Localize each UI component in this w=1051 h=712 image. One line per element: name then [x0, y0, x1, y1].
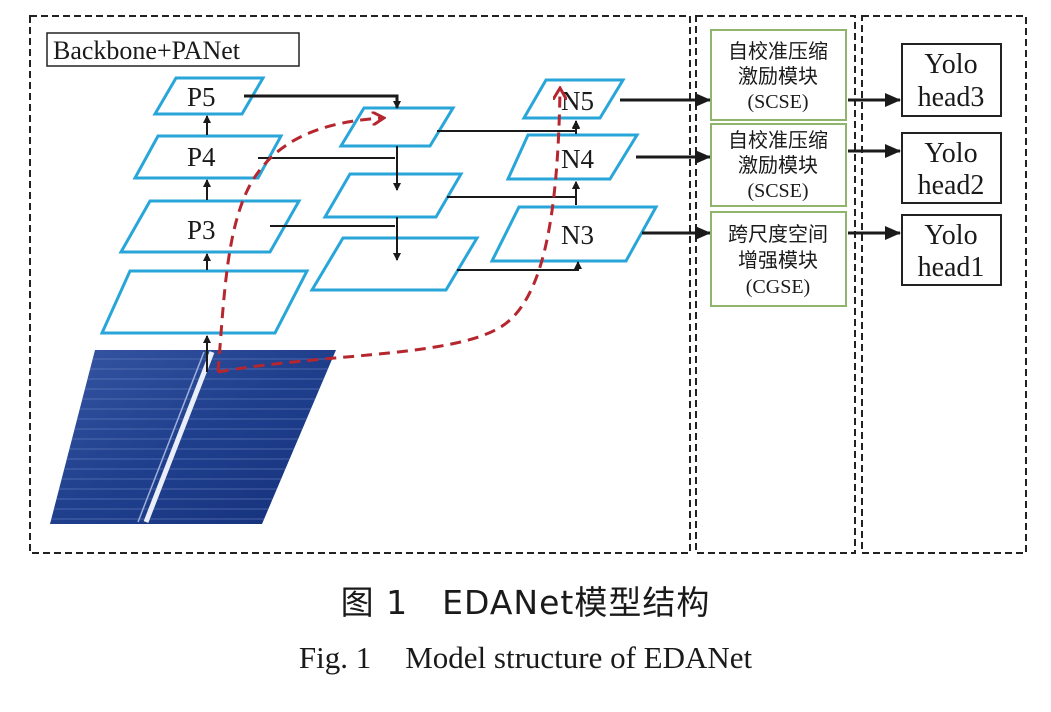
- feature-plane-base: [99, 269, 310, 335]
- attention-modules: 自校准压缩 激励模块 (SCSE) 自校准压缩 激励模块 (SCSE) 跨尺度空…: [710, 29, 847, 307]
- module-2-line2: 激励模块: [738, 153, 818, 177]
- label-p4: P4: [187, 142, 216, 172]
- module-2-line3: (SCSE): [747, 180, 808, 202]
- attention-region: [695, 15, 856, 554]
- feature-plane-p4: [132, 134, 284, 180]
- backbone-region: [29, 15, 691, 554]
- module-1-line3: (SCSE): [747, 91, 808, 113]
- head-box-3: [901, 43, 1002, 117]
- module-2-line1: 自校准压缩: [728, 128, 828, 152]
- output-plane-n5: [521, 78, 626, 120]
- module-3-line3: (CGSE): [746, 276, 810, 298]
- feature-plane-p5: [152, 76, 266, 116]
- lateral-arrows: [244, 94, 401, 261]
- top-down-pyramid: [309, 106, 480, 292]
- caption-chinese: 图 1 EDANet模型结构: [0, 576, 1051, 624]
- label-n4: N4: [561, 144, 594, 174]
- head-box-2: [901, 132, 1002, 204]
- solar-panel-image: [50, 350, 336, 524]
- caption-en-text: Model structure of EDANet: [405, 640, 753, 675]
- module-box-scse-1: [710, 29, 847, 121]
- neck-to-module-arrows: [620, 93, 711, 240]
- mid-plane-1: [338, 106, 456, 148]
- caption-english: Fig. 1 Model structure of EDANet: [0, 640, 1051, 676]
- caption-cn-number: 图 1: [340, 583, 409, 622]
- module-3-line2: 增强模块: [738, 248, 818, 272]
- feature-plane-p3: [118, 199, 302, 254]
- head-1-line1: Yolo: [924, 220, 977, 251]
- caption-cn-text: EDANet模型结构: [442, 583, 711, 622]
- yolo-heads: Yolo head3 Yolo head2 Yolo head1: [901, 43, 1002, 286]
- module-1-line2: 激励模块: [738, 64, 818, 88]
- backbone-title-box: [46, 32, 300, 67]
- head-3-line1: Yolo: [924, 49, 977, 80]
- head-2-line1: Yolo: [924, 138, 977, 169]
- backbone-pyramid: P5 P4 P3: [99, 76, 310, 335]
- label-n5: N5: [561, 86, 594, 116]
- output-plane-n4: [505, 133, 640, 181]
- shortcut-path: [216, 90, 560, 374]
- module-3-line1: 跨尺度空间: [728, 222, 828, 246]
- module-box-scse-2: [710, 123, 847, 207]
- head-box-1: [901, 214, 1002, 286]
- path-aggregation-arrows: [437, 120, 582, 271]
- label-n3: N3: [561, 220, 594, 250]
- head-region: [861, 15, 1027, 554]
- output-plane-n3: [489, 205, 659, 263]
- output-pyramid: N5 N4 N3: [489, 78, 659, 263]
- mid-plane-3: [309, 236, 480, 292]
- head-2-line2: head2: [918, 170, 985, 201]
- label-p3: P3: [187, 215, 216, 245]
- backbone-title: Backbone+PANet: [53, 36, 241, 65]
- label-p5: P5: [187, 82, 216, 112]
- module-to-head-arrows: [848, 93, 901, 240]
- caption-en-number: Fig. 1: [298, 640, 372, 675]
- mid-plane-2: [322, 172, 464, 219]
- module-1-line1: 自校准压缩: [728, 39, 828, 63]
- head-3-line2: head3: [918, 82, 985, 113]
- head-1-line2: head1: [918, 252, 985, 283]
- module-box-cgse: [710, 211, 847, 307]
